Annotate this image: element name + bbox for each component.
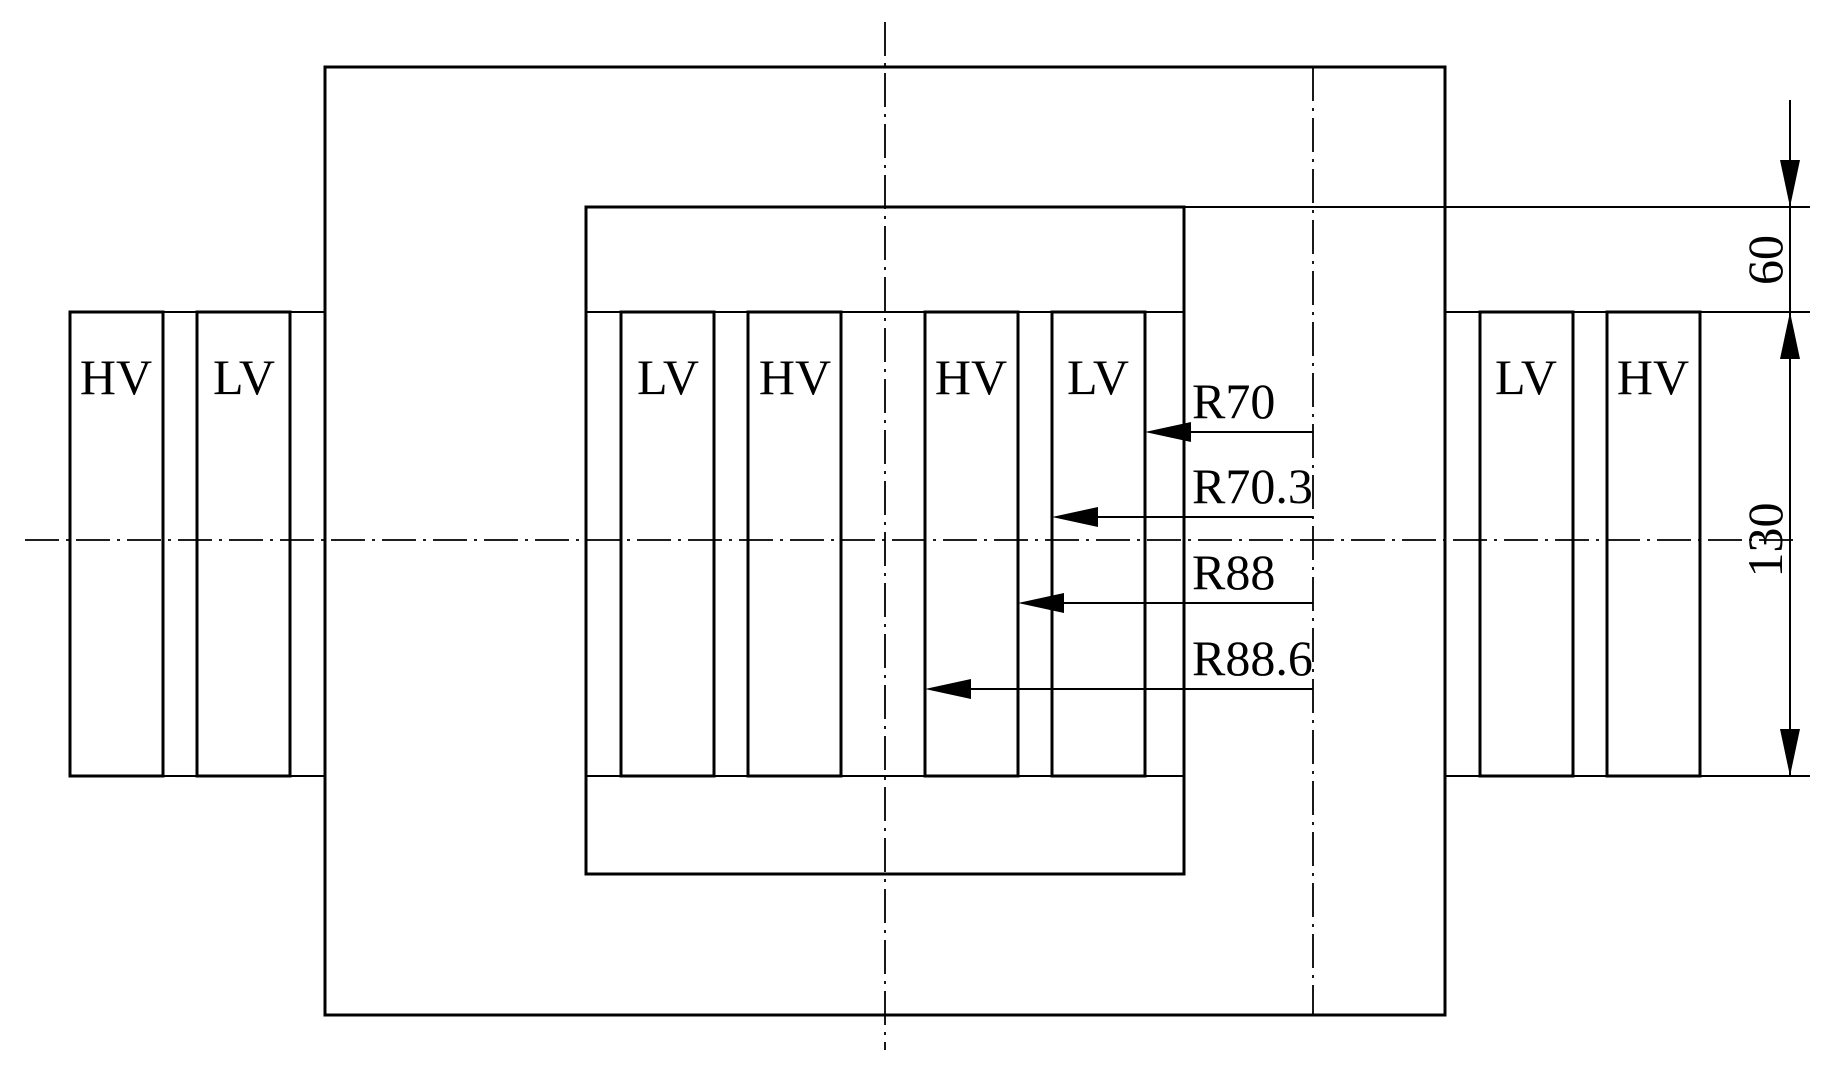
radius-arrow-r88 [1018, 593, 1064, 613]
coil-label-right-outer-hv: HV [1617, 349, 1689, 405]
radius-arrow-r88-6 [925, 679, 971, 699]
coil-window-right-hv [923, 310, 1020, 778]
coil-label-left-outer-lv: LV [213, 349, 275, 405]
radius-label-r70: R70 [1192, 373, 1275, 429]
coil-left-outer-lv [195, 310, 292, 778]
radius-arrow-r70-3 [1052, 507, 1098, 527]
dimension-label-60: 60 [1737, 235, 1793, 285]
coil-window-left-hv [746, 310, 843, 778]
coil-label-window-left-lv: LV [637, 349, 699, 405]
radius-label-r88-6: R88.6 [1192, 630, 1313, 686]
dimension-label-130: 130 [1737, 503, 1793, 578]
coil-window-left-lv [619, 310, 716, 778]
coil-label-window-right-hv: HV [935, 349, 1007, 405]
radius-arrow-r70 [1145, 422, 1191, 442]
coil-label-window-right-lv: LV [1067, 349, 1129, 405]
coil-label-right-outer-lv: LV [1495, 349, 1557, 405]
radius-label-r88: R88 [1192, 544, 1275, 600]
coil-label-left-outer-hv: HV [80, 349, 152, 405]
coil-right-outer-hv [1605, 310, 1702, 778]
coil-left-outer-hv [68, 310, 165, 778]
coil-label-window-left-hv: HV [759, 349, 831, 405]
dimension-arrow-60-top [1780, 160, 1800, 207]
coil-right-outer-lv [1478, 310, 1575, 778]
dimension-arrow-130-bottom [1780, 729, 1800, 776]
radius-label-r70-3: R70.3 [1192, 458, 1313, 514]
